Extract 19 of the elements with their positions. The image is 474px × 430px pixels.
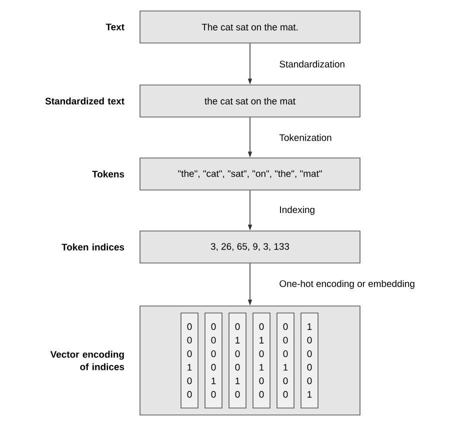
edge-label: Tokenization (279, 134, 332, 141)
vector-column: 0 0 0 1 0 0 (180, 312, 198, 408)
process-box: "the", "cat", "sat", "on", "the", "mat" (140, 158, 360, 190)
vector-column: 0 0 0 0 1 0 (204, 312, 222, 408)
process-box: The cat sat on the mat. (140, 10, 360, 44)
side-label: Tokens (92, 170, 124, 178)
vector-column: 1 0 0 0 0 1 (300, 312, 318, 408)
side-label: Token indices (62, 244, 124, 250)
side-label: Standardized text (45, 98, 124, 104)
process-box: 3, 26, 65, 9, 3, 133 (140, 230, 360, 264)
vector-column: 0 0 0 1 0 0 (276, 312, 294, 408)
edge-label: Indexing (280, 206, 314, 215)
vector-column: 0 1 0 1 0 0 (252, 312, 270, 408)
edge-label: One-hot encoding or embedding (280, 280, 414, 289)
side-label: Vector encoding of indices (50, 350, 124, 370)
side-label: Text (106, 24, 124, 30)
vector-column: 0 1 0 0 1 0 (228, 312, 246, 408)
edge-label: Standardization (280, 60, 344, 68)
process-box: the cat sat on the mat (140, 84, 360, 118)
